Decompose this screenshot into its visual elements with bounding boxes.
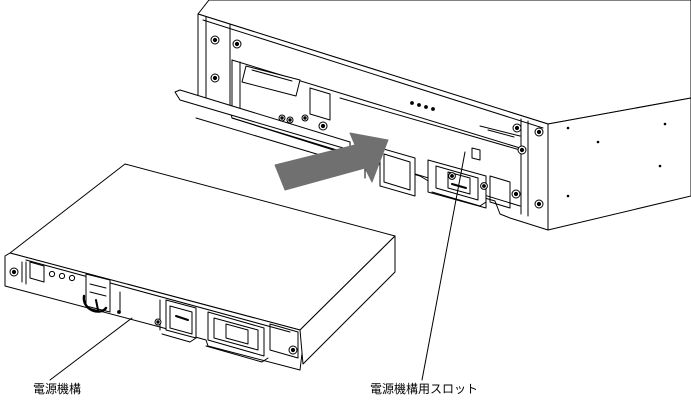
- power-connector: [85, 273, 111, 313]
- callout-leader-power-module: [49, 317, 133, 381]
- chassis: [174, 0, 691, 231]
- module-latch: [207, 311, 265, 357]
- power-module-side: [299, 235, 396, 365]
- installed-module: [231, 59, 521, 151]
- callout-label-power-module-slot: 電源機構用スロット: [370, 382, 479, 396]
- chassis-rivets: [566, 122, 667, 198]
- screw-icon: [9, 267, 298, 355]
- callout-label-power-module: 電源機構: [33, 382, 82, 396]
- chassis-right-side: [547, 97, 691, 231]
- arrow-right-up-icon: [274, 132, 389, 191]
- callout-leader-slot: [421, 151, 466, 381]
- status-leds: [48, 270, 76, 282]
- power-module: [4, 163, 396, 371]
- screw-icon: [210, 35, 544, 209]
